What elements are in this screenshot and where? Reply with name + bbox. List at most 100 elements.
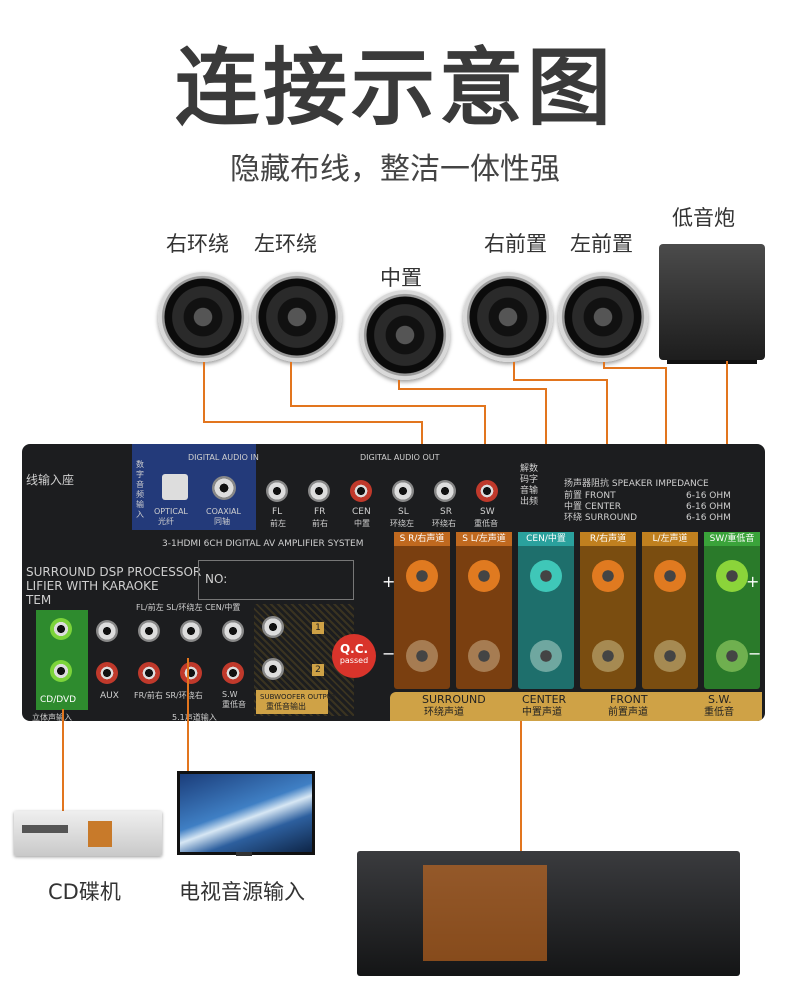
speaker-left-surround [252, 272, 342, 362]
out-sl-port[interactable] [392, 480, 414, 502]
out-cen-label: CEN [352, 507, 371, 517]
surround-label: SURROUND [422, 693, 486, 706]
aux-label: AUX [100, 691, 119, 701]
aux-left-port[interactable] [96, 620, 118, 642]
out-sr-label: SR [440, 507, 452, 517]
page-title: 连接示意图 [174, 39, 615, 137]
out-sr-port[interactable] [434, 480, 456, 502]
input-sw-label: S.W 重低音 [222, 690, 246, 709]
ch51-input-label: 5.1声道输入 [172, 713, 217, 721]
dsp-line-1: SURROUND DSP PROCESSOR [26, 565, 202, 579]
r-negative-post[interactable] [592, 640, 624, 672]
sw-positive-post[interactable] [716, 560, 748, 592]
amplifier-highlight [423, 865, 547, 961]
cd-player-label: CD碟机 [48, 880, 121, 904]
terminal-sw-tag: SW/重低音 [704, 532, 760, 546]
in-cen-port[interactable] [222, 620, 244, 642]
sub-out-1-port[interactable] [262, 616, 284, 638]
sub-out-1-number: 1 [312, 622, 324, 634]
out-cen-port[interactable] [350, 480, 372, 502]
cd-player [14, 811, 162, 856]
speaker-center [360, 290, 450, 380]
sl-negative-post[interactable] [468, 640, 500, 672]
amplifier-back-panel: 线输入座 DIGITAL AUDIO IN 数字音频输入 OPTICAL COA… [22, 444, 765, 721]
r-positive-post[interactable] [592, 560, 624, 592]
dsp-line-3: TEM [26, 593, 52, 607]
terminal-surround-right: S R/右声道 [394, 532, 450, 689]
sub-out-label-plate: SUBWOOFER OUTPUT 重低音输出 [256, 690, 336, 714]
digital-audio-in-label: DIGITAL AUDIO IN [188, 453, 259, 462]
l-positive-post[interactable] [654, 560, 686, 592]
out-sw-cn: 重低音 [474, 519, 498, 528]
front-label: FRONT [610, 693, 648, 706]
in-sl-port[interactable] [180, 620, 202, 642]
optical-cn-label: 光纤 [158, 517, 174, 526]
surround-cn-label: 环绕声道 [424, 707, 464, 718]
tv-input-label: 电视音源输入 [179, 880, 305, 904]
sr-negative-post[interactable] [406, 640, 438, 672]
sl-positive-post[interactable] [468, 560, 500, 592]
terminal-front-left: L/左声道 [642, 532, 698, 689]
cd-dvd-label: CD/DVD [40, 695, 77, 705]
out-fl-label: FL [272, 507, 283, 517]
sw-label: S.W. [708, 693, 732, 706]
minus-sign-right: − [748, 644, 762, 663]
passed-label: passed [339, 656, 369, 665]
impedance-front: 前置 FRONT [564, 491, 616, 501]
cd-dvd-right-port[interactable] [50, 660, 72, 682]
cd-dvd-left-port[interactable] [50, 618, 72, 640]
amplifier-photo [357, 851, 740, 976]
cen-positive-post[interactable] [530, 560, 562, 592]
terminal-l-tag: L/左声道 [642, 532, 698, 546]
terminal-center: CEN/中置 [518, 532, 574, 689]
out-fl-port[interactable] [266, 480, 288, 502]
sw-negative-post[interactable] [716, 640, 748, 672]
out-cen-cn: 中置 [354, 519, 370, 528]
serial-number-box: NO: [198, 560, 354, 600]
l-negative-post[interactable] [654, 640, 686, 672]
minus-sign-left: − [382, 644, 396, 663]
out-sw-label: SW [480, 507, 495, 517]
out-sr-cn: 环绕右 [432, 519, 456, 528]
label-right-surround: 右环绕 [166, 232, 229, 256]
digital-audio-out-label: DIGITAL AUDIO OUT [360, 453, 440, 462]
subwoofer-speaker [659, 244, 765, 364]
terminal-subwoofer: SW/重低音 [704, 532, 760, 689]
impedance-surround: 环绕 SURROUND [564, 513, 638, 523]
terminal-r-tag: R/右声道 [580, 532, 636, 546]
cen-negative-post[interactable] [530, 640, 562, 672]
input-top-labels: FL/前左 SL/环绕左 CEN/中置 [136, 603, 241, 612]
sub-out-2-port[interactable] [262, 658, 284, 680]
in-sw-port[interactable] [222, 662, 244, 684]
out-fr-port[interactable] [308, 480, 330, 502]
front-cn-label: 前置声道 [608, 707, 648, 718]
in-sr-port[interactable] [180, 662, 202, 684]
digital-input-cn-label: 数字音频输入 [136, 460, 144, 519]
coaxial-port[interactable] [212, 476, 236, 500]
out-fr-label: FR [314, 507, 326, 517]
sub-out-cn-label: 重低音输出 [266, 702, 306, 711]
label-center: 中置 [380, 266, 422, 290]
label-left-front: 左前置 [570, 232, 633, 256]
sr-positive-post[interactable] [406, 560, 438, 592]
terminal-front-right: R/右声道 [580, 532, 636, 689]
optical-label: OPTICAL [154, 507, 188, 516]
stereo-input-label: 立体声输入 [32, 713, 72, 721]
sub-out-2-number: 2 [312, 664, 324, 676]
label-subwoofer: 低音炮 [672, 206, 735, 230]
digital-audio-in-box: DIGITAL AUDIO IN 数字音频输入 OPTICAL COAXIAL … [132, 444, 259, 530]
input-seat-label: 线输入座 [26, 473, 75, 487]
in-fr-port[interactable] [138, 662, 160, 684]
tv-stand [236, 852, 252, 856]
optical-port[interactable] [162, 474, 188, 500]
out-sw-port[interactable] [476, 480, 498, 502]
qc-label: Q.C. [339, 642, 369, 656]
page-subtitle: 隐藏布线，整洁一体性强 [230, 152, 560, 187]
in-fl-port[interactable] [138, 620, 160, 642]
decode-out-label: 解数码字音输出频 [520, 464, 539, 507]
plus-sign-right: + [746, 572, 760, 591]
aux-right-port[interactable] [96, 662, 118, 684]
out-fl-cn: 前左 [270, 519, 286, 528]
system-label: 3-1HDMI 6CH DIGITAL AV AMPLIFIER SYSTEM [162, 539, 364, 549]
terminal-cen-tag: CEN/中置 [518, 532, 574, 546]
